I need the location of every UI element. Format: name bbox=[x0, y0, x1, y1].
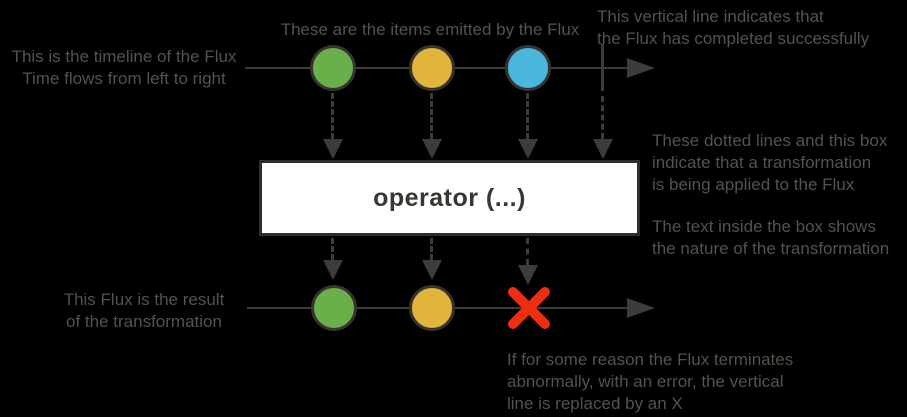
annotation-items-emitted: These are the items emitted by the Flux bbox=[280, 20, 580, 39]
transform-connector bbox=[526, 93, 529, 139]
annotation-transformation: These dotted lines and this box indicate… bbox=[652, 131, 888, 194]
complete-marker bbox=[601, 44, 604, 91]
transform-connector-arrow-icon bbox=[323, 139, 343, 159]
result-marble-yellow bbox=[409, 285, 455, 331]
transform-connector bbox=[430, 93, 433, 139]
transform-connector-arrow-icon bbox=[518, 139, 538, 159]
annotation-result-flux: This Flux is the result of the transform… bbox=[63, 290, 225, 331]
result-connector-arrow-icon bbox=[518, 265, 538, 285]
transform-connector bbox=[601, 96, 604, 139]
source-marble-green bbox=[310, 45, 356, 91]
result-connector-arrow-icon bbox=[323, 260, 343, 280]
source-timeline-arrow-icon bbox=[627, 58, 655, 78]
error-x-icon bbox=[508, 287, 550, 329]
annotation-complete-line: This vertical line indicates that the Fl… bbox=[597, 7, 870, 48]
transform-connector-arrow-icon bbox=[593, 139, 613, 159]
transform-connector bbox=[331, 93, 334, 139]
result-connector bbox=[526, 238, 529, 265]
transform-connector-arrow-icon bbox=[422, 139, 442, 159]
result-connector bbox=[331, 238, 334, 260]
source-marble-yellow bbox=[409, 45, 455, 91]
annotation-error: If for some reason the Flux terminates a… bbox=[507, 350, 794, 413]
source-marble-blue bbox=[505, 45, 551, 91]
result-marble-green bbox=[311, 285, 357, 331]
result-connector-arrow-icon bbox=[422, 260, 442, 280]
result-connector bbox=[430, 238, 433, 260]
annotation-timeline: This is the timeline of the Flux Time fl… bbox=[11, 47, 237, 88]
annotation-operator-text: The text inside the box shows the nature… bbox=[652, 217, 890, 258]
operator-box: operator (...) bbox=[259, 160, 640, 236]
operator-label: operator (...) bbox=[373, 183, 526, 212]
result-timeline-arrow-icon bbox=[627, 298, 655, 318]
